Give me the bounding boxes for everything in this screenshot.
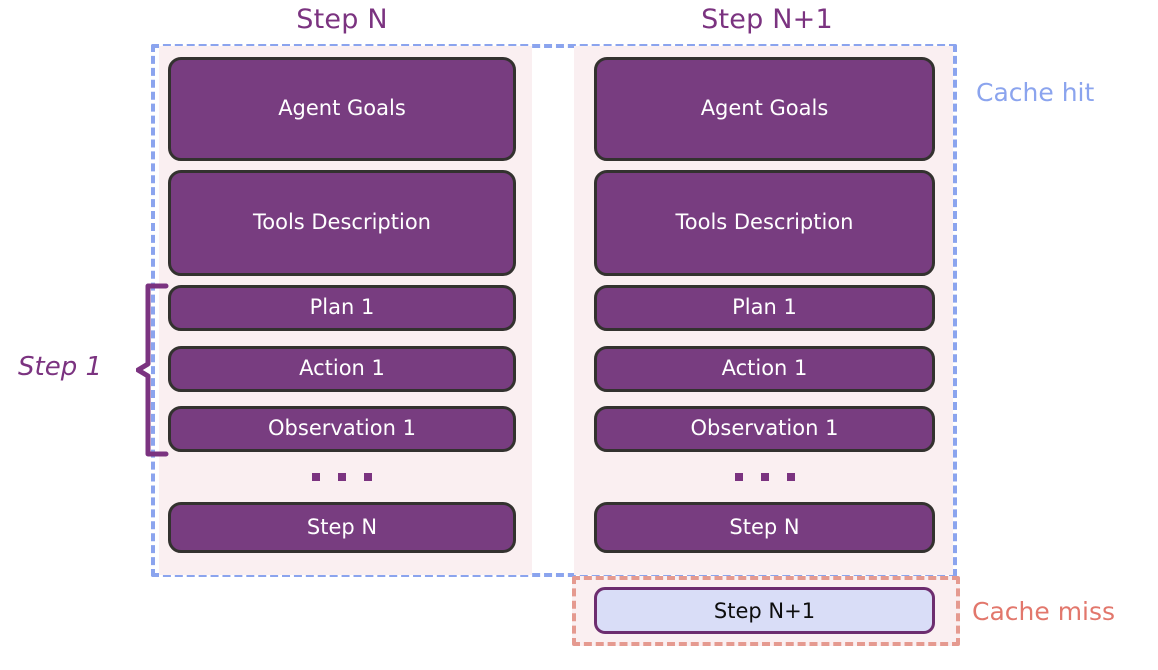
block-agent-goals-step-n: Agent Goals — [168, 57, 516, 161]
block-observation-1-step-n-plus-1: Observation 1 — [594, 406, 935, 452]
column-title-step-n: Step N — [296, 4, 388, 35]
block-action-1-step-n: Action 1 — [168, 346, 516, 392]
ellipsis-dot — [364, 473, 372, 481]
block-plan-1-step-n-plus-1: Plan 1 — [594, 285, 935, 331]
block-observation-1-step-n: Observation 1 — [168, 406, 516, 452]
cache-miss-label: Cache miss — [972, 597, 1116, 626]
ellipsis-dot — [735, 473, 743, 481]
ellipsis-dot — [312, 473, 320, 481]
block-plan-1-step-n: Plan 1 — [168, 285, 516, 331]
cache-hit-region — [151, 44, 957, 577]
ellipsis-dot — [761, 473, 769, 481]
block-step-n-step-n-plus-1: Step N — [594, 502, 935, 553]
step-1-brace-icon — [136, 283, 169, 457]
block-action-1-step-n-plus-1: Action 1 — [594, 346, 935, 392]
ellipsis-step-n — [312, 470, 372, 484]
block-agent-goals-step-n-plus-1: Agent Goals — [594, 57, 935, 161]
block-step-n-step-n: Step N — [168, 502, 516, 553]
block-step-n-plus-1-new: Step N+1 — [594, 587, 935, 634]
block-tools-description-step-n: Tools Description — [168, 170, 516, 276]
ellipsis-step-n-plus-1 — [735, 470, 795, 484]
block-tools-description-step-n-plus-1: Tools Description — [594, 170, 935, 276]
ellipsis-dot — [338, 473, 346, 481]
ellipsis-dot — [787, 473, 795, 481]
column-title-step-n-plus-1: Step N+1 — [701, 4, 833, 35]
cache-hit-label: Cache hit — [976, 78, 1095, 107]
step-1-label: Step 1 — [18, 352, 103, 382]
